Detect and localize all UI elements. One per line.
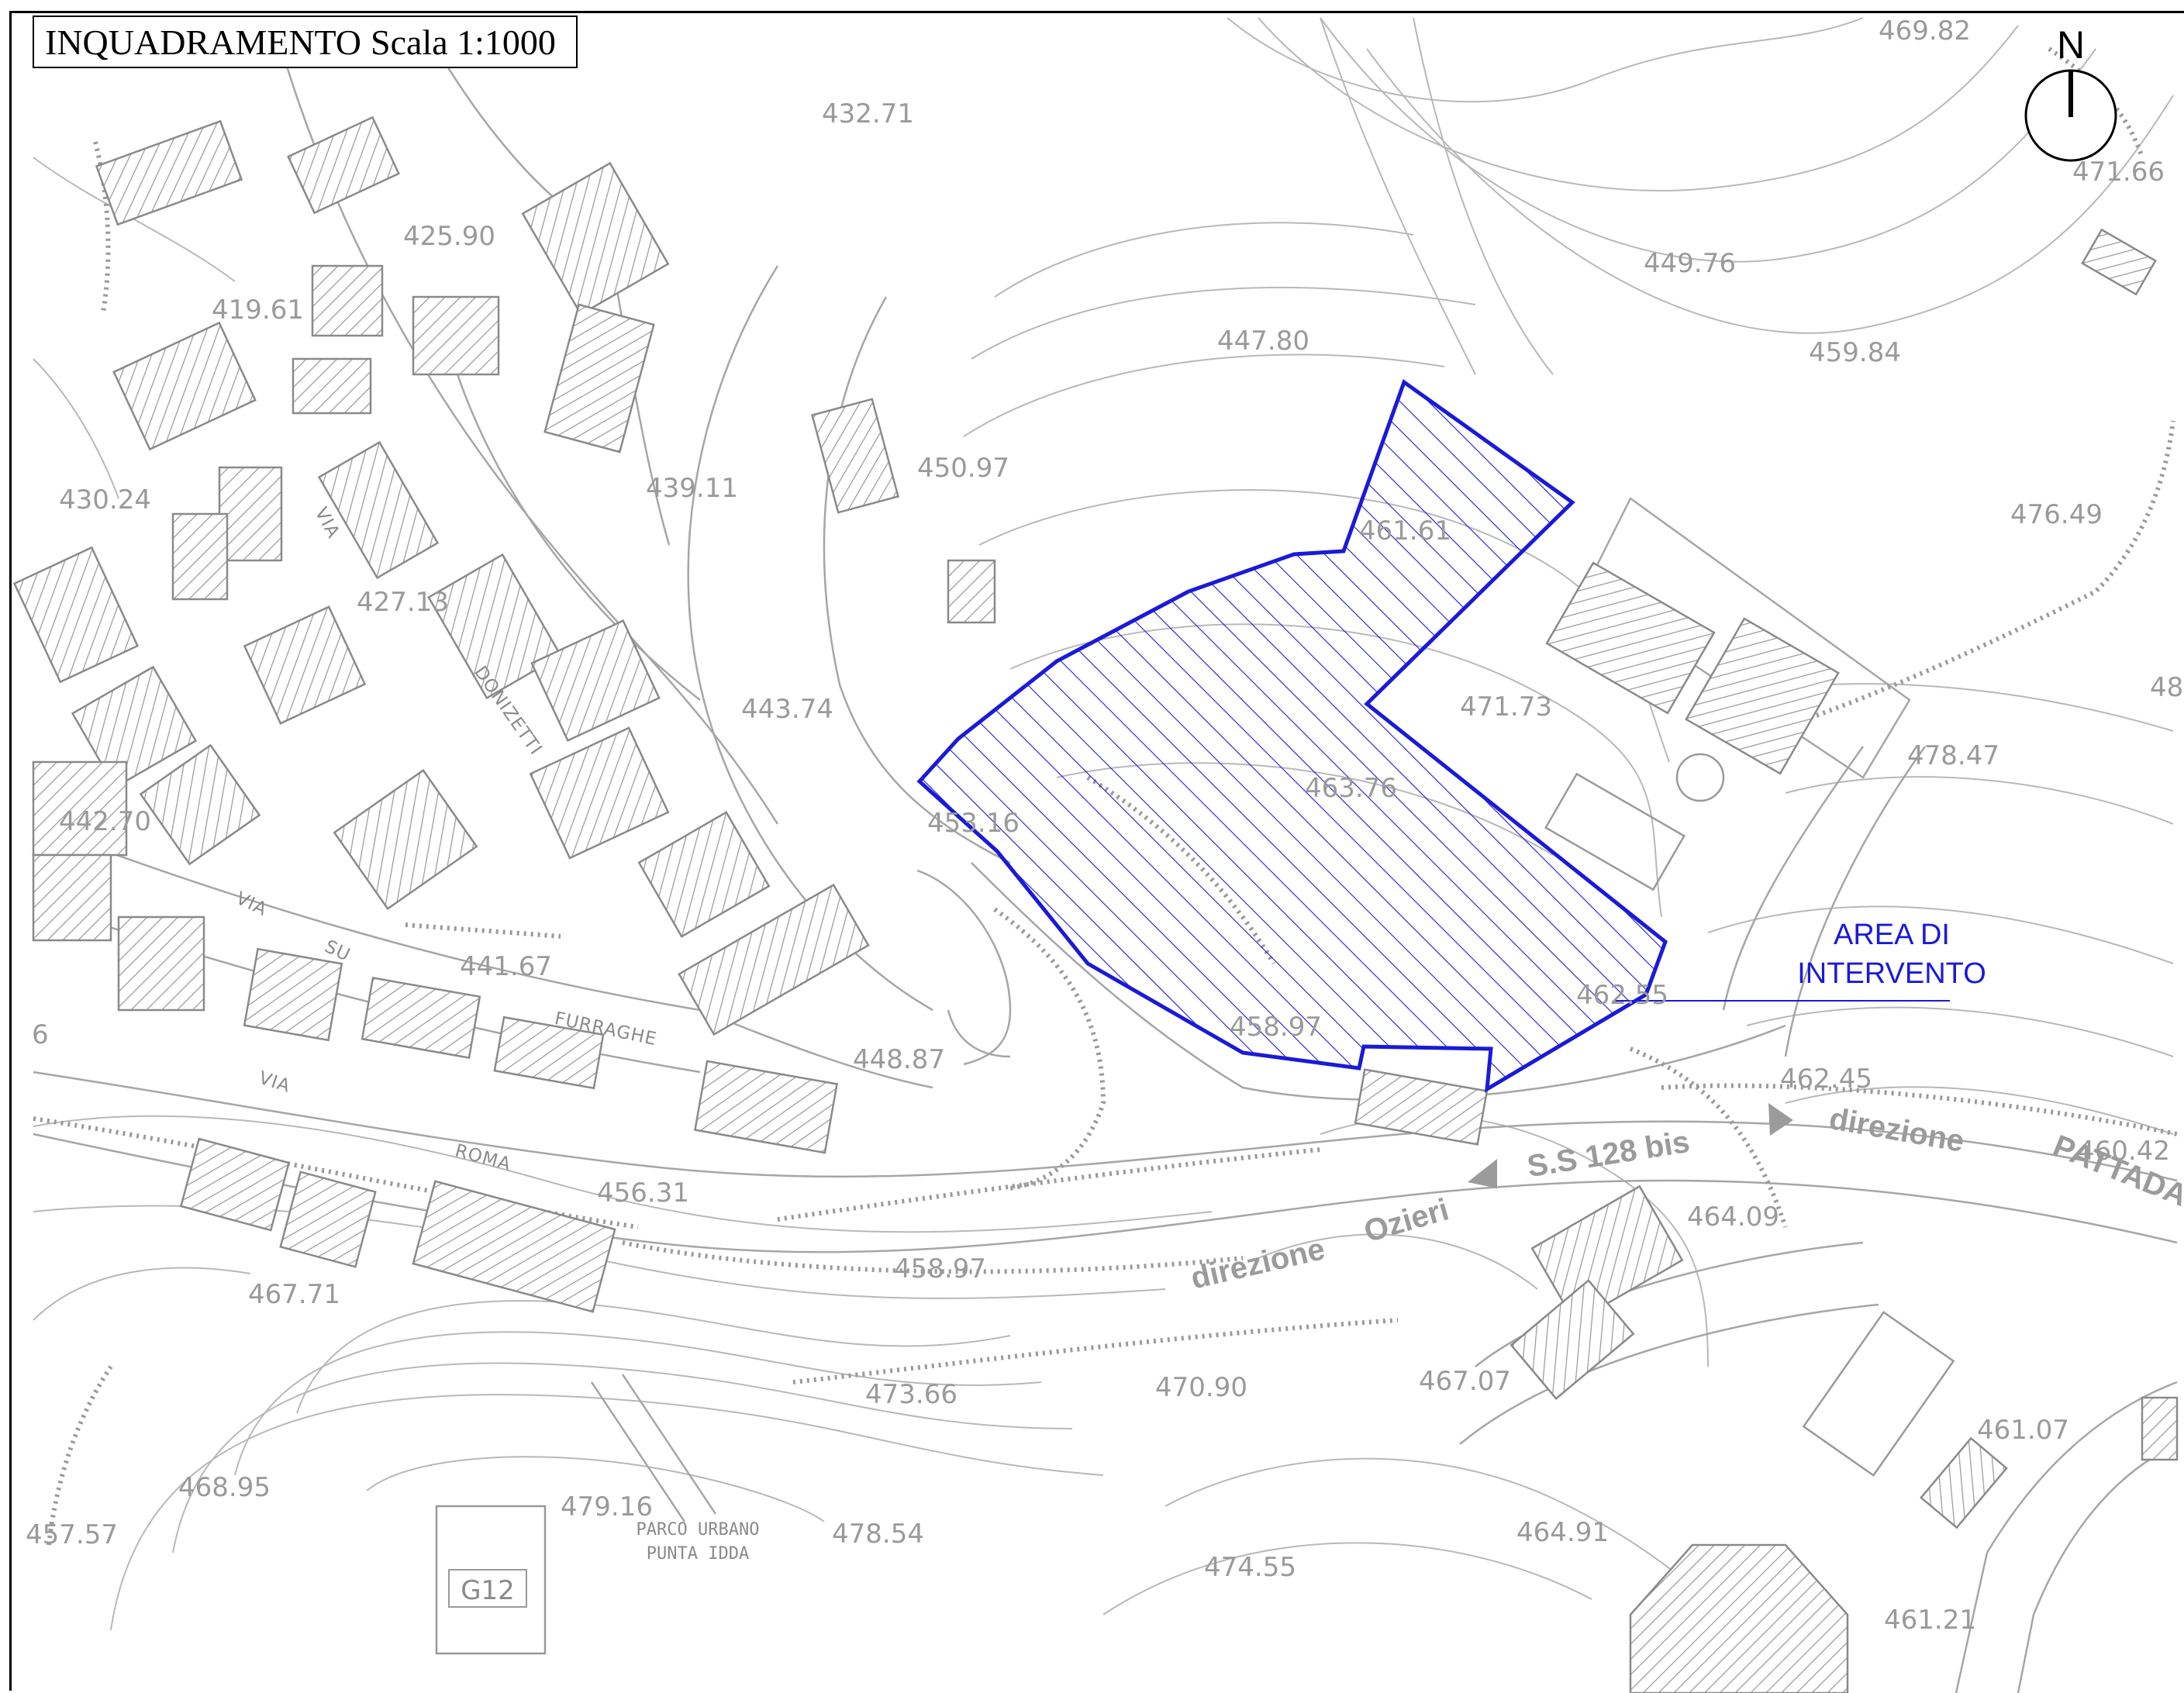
spot-height: 476.49 xyxy=(2010,499,2103,530)
spot-height: 449.76 xyxy=(1644,248,1736,279)
spot-height: 474.55 xyxy=(1204,1552,1296,1583)
spot-height: 464.09 xyxy=(1687,1202,1779,1233)
north-arrow-label: N xyxy=(2057,23,2085,67)
spot-height: 471.73 xyxy=(1460,691,1552,722)
road-label-dir-left-city: Ozieri xyxy=(1361,1192,1453,1249)
street-label-roma: ROMA xyxy=(453,1141,513,1175)
spot-height: 473.66 xyxy=(865,1379,957,1410)
spot-height: 447.80 xyxy=(1217,326,1309,357)
spot-height: 467.71 xyxy=(248,1279,340,1310)
park-building-code: G12 xyxy=(461,1575,515,1606)
spot-height: 48 xyxy=(2150,672,2183,703)
road-label-dir-left-word: direzione xyxy=(1188,1232,1328,1295)
road-label-dir-right-word: direzione xyxy=(1827,1102,1967,1159)
spot-height: 470.90 xyxy=(1155,1372,1247,1403)
street-label-su-furraghe-prefix: VIA xyxy=(233,888,270,920)
spot-height: 460.42 xyxy=(2078,1136,2170,1167)
spot-height: 478.54 xyxy=(832,1519,924,1550)
spot-height: 453.16 xyxy=(927,808,1020,839)
title-label: INQUADRAMENTO xyxy=(45,22,362,62)
spot-height: 461.61 xyxy=(1359,515,1451,547)
callout-line1: AREA DI xyxy=(1834,919,1950,951)
spot-height: 464.91 xyxy=(1516,1517,1609,1548)
spot-height: 456.31 xyxy=(597,1178,689,1209)
park-building-code-box xyxy=(448,1569,527,1608)
street-label-roma-prefix: VIA xyxy=(257,1068,293,1097)
spot-height: 441.67 xyxy=(460,951,552,982)
park-name-line2: PUNTA IDDA xyxy=(647,1544,749,1564)
spot-height: 471.66 xyxy=(2072,157,2165,188)
spot-height: 468.95 xyxy=(178,1472,271,1503)
spot-height: 432.71 xyxy=(822,98,914,129)
spot-height: 450.97 xyxy=(917,453,1009,484)
arrow-left-icon xyxy=(1468,1159,1497,1188)
map-canvas[interactable]: AREA DI INTERVENTO S.S 128 bis direzione… xyxy=(12,13,2184,1693)
spot-height: 443.74 xyxy=(741,694,833,725)
road-label-highway: S.S 128 bis xyxy=(1525,1125,1692,1184)
title-box: INQUADRAMENTO Scala 1:1000 xyxy=(33,16,578,68)
spot-height: 458.97 xyxy=(894,1253,986,1284)
spot-height: 458.97 xyxy=(1230,1012,1322,1043)
spot-height: 419.61 xyxy=(212,295,304,326)
building-outlines xyxy=(435,753,1955,1655)
spot-height: 469.82 xyxy=(1879,16,1971,47)
spot-height: 6 xyxy=(32,1019,49,1050)
spot-height: 479.16 xyxy=(561,1491,653,1522)
spot-height: 467.07 xyxy=(1419,1366,1511,1397)
spot-height: 425.90 xyxy=(403,221,495,252)
spot-height: 462.55 xyxy=(1576,980,1668,1011)
arrow-right-icon xyxy=(1768,1103,1793,1136)
spot-height: 461.21 xyxy=(1884,1605,1976,1636)
map-frame: AREA DI INTERVENTO S.S 128 bis direzione… xyxy=(9,11,2184,1693)
spot-height: 430.24 xyxy=(59,484,151,515)
spot-height: 462.45 xyxy=(1780,1064,1872,1095)
spot-height: 448.87 xyxy=(853,1044,945,1075)
spot-height: 459.84 xyxy=(1809,337,1901,368)
contour-lines xyxy=(33,17,2174,1685)
title-scale: Scala 1:1000 xyxy=(371,22,556,62)
spot-height: 478.47 xyxy=(1907,740,1999,771)
spot-height: 427.13 xyxy=(357,587,449,618)
buildings xyxy=(12,116,2179,1693)
spot-height: 463.76 xyxy=(1305,773,1397,804)
spot-heights: 432.71 469.82 471.66 425.90 419.61 449.7… xyxy=(26,16,2183,1636)
park-name-line1: PARCO URBANO xyxy=(637,1520,760,1540)
callout-line2: INTERVENTO xyxy=(1797,957,1986,990)
spot-height: 457.57 xyxy=(26,1519,118,1550)
spot-height: 442.70 xyxy=(59,806,151,837)
spot-height: 439.11 xyxy=(646,473,738,504)
north-arrow: N xyxy=(2024,23,2117,162)
spot-height: 461.07 xyxy=(1977,1415,2069,1446)
intervention-area-polygon[interactable] xyxy=(916,379,1668,1093)
